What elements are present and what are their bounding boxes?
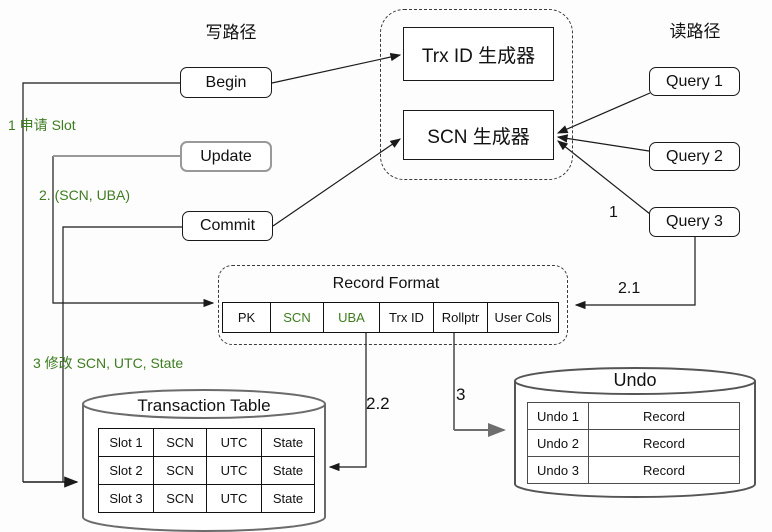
table-row: Slot 2 SCN UTC State bbox=[98, 456, 315, 485]
undo-title: Undo bbox=[613, 370, 657, 390]
record-format-row: PK SCN UBA Trx ID Rollptr User Cols bbox=[222, 302, 559, 333]
record-field-scn: SCN bbox=[270, 302, 324, 333]
record-format-table: PK SCN UBA Trx ID Rollptr User Cols bbox=[222, 302, 559, 333]
edge-label-1: 1 bbox=[609, 204, 618, 221]
tt-cell: SCN bbox=[153, 456, 207, 485]
undo-cell: Undo 3 bbox=[527, 456, 589, 484]
undo-cell: Undo 1 bbox=[527, 402, 589, 430]
record-field-uba: UBA bbox=[323, 302, 380, 333]
table-row: Undo 2 Record bbox=[527, 429, 740, 457]
transaction-table: Slot 1 SCN UTC State Slot 2 SCN UTC Stat… bbox=[98, 428, 315, 513]
begin-trxgen-wire bbox=[271, 52, 402, 84]
table-row: Undo 3 Record bbox=[527, 456, 740, 484]
query3-record-wire bbox=[574, 237, 696, 310]
undo-cell: Record bbox=[588, 456, 740, 484]
query1-scngen-wire bbox=[556, 92, 651, 134]
edge-label-2-2: 2.2 bbox=[366, 394, 390, 413]
tt-cell: UTC bbox=[206, 456, 262, 485]
transaction-table-title: Transaction Table bbox=[137, 396, 271, 415]
tt-cell: Slot 3 bbox=[98, 484, 154, 513]
undo-cell: Undo 2 bbox=[527, 429, 589, 457]
commit-left-wire bbox=[62, 226, 182, 482]
commit-node: Commit bbox=[182, 211, 273, 241]
tt-cell: State bbox=[261, 456, 315, 485]
annotation-step2: 2. (SCN, UBA) bbox=[39, 187, 131, 203]
undo-cell: Record bbox=[588, 429, 740, 457]
query3-scngen-wire bbox=[557, 140, 651, 215]
tt-cell: UTC bbox=[206, 428, 262, 457]
read-path-title: 读路径 bbox=[669, 22, 721, 41]
write-path-title: 写路径 bbox=[205, 23, 257, 42]
table-row: Undo 1 Record bbox=[527, 402, 740, 430]
undo-table: Undo 1 Record Undo 2 Record Undo 3 Recor… bbox=[527, 402, 740, 484]
query2-node: Query 2 bbox=[649, 142, 740, 171]
record-format-title: Record Format bbox=[332, 275, 440, 292]
query1-node: Query 1 bbox=[649, 67, 740, 96]
undo-cell: Record bbox=[588, 402, 740, 430]
annotation-step3: 3 修改 SCN, UTC, State bbox=[33, 355, 184, 371]
record-field-usercols: User Cols bbox=[487, 302, 559, 333]
edge-label-2-1: 2.1 bbox=[618, 280, 641, 297]
tt-cell: Slot 1 bbox=[98, 428, 154, 457]
record-field-trxid: Trx ID bbox=[379, 302, 434, 333]
record-field-pk: PK bbox=[222, 302, 271, 333]
tt-cell: SCN bbox=[153, 428, 207, 457]
begin-node: Begin bbox=[180, 67, 272, 98]
tt-cell: State bbox=[261, 428, 315, 457]
tt-cell: SCN bbox=[153, 484, 207, 513]
generator-group-container bbox=[380, 9, 573, 180]
uba-transaction-wire bbox=[328, 332, 367, 472]
tt-cell: Slot 2 bbox=[98, 456, 154, 485]
update-node: Update bbox=[180, 141, 272, 172]
table-row: Slot 1 SCN UTC State bbox=[98, 428, 315, 457]
begin-left-wire bbox=[22, 82, 181, 482]
tt-cell: UTC bbox=[206, 484, 262, 513]
scn-generator-node: SCN 生成器 bbox=[403, 110, 554, 160]
commit-scngen-wire bbox=[272, 138, 401, 227]
tt-cell: State bbox=[261, 484, 315, 513]
table-row: Slot 3 SCN UTC State bbox=[98, 484, 315, 513]
trx-id-generator-node: Trx ID 生成器 bbox=[403, 27, 554, 81]
query3-node: Query 3 bbox=[649, 207, 740, 237]
annotation-step1: 1 申请 Slot bbox=[8, 117, 76, 133]
record-format-container bbox=[218, 265, 568, 345]
update-record-wire bbox=[52, 156, 215, 308]
record-field-rollptr: Rollptr bbox=[433, 302, 488, 333]
edge-label-3: 3 bbox=[456, 385, 466, 404]
query2-scngen-wire bbox=[556, 134, 650, 152]
